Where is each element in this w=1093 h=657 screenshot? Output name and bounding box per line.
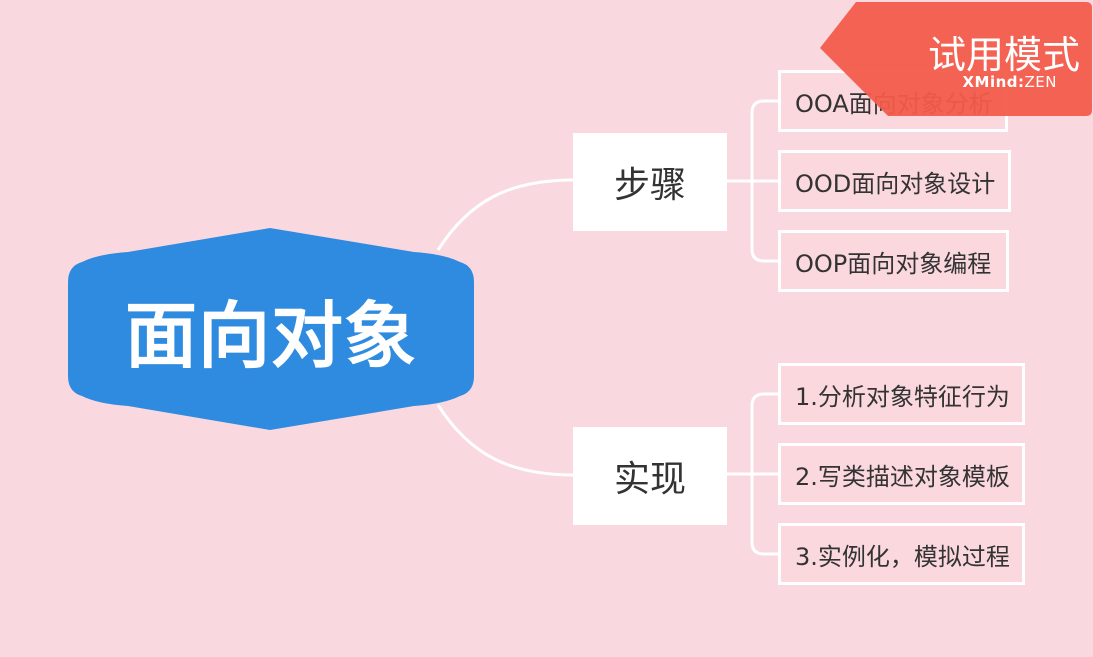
branch-topic-implementation[interactable]: 实现 — [573, 427, 727, 525]
xmind-logo-separator: : — [1018, 73, 1025, 91]
trial-mode-title: 试用模式 — [927, 33, 1080, 77]
xmind-logo-text: XMind — [962, 73, 1019, 91]
trial-mode-watermark: 试用模式 XMind:ZEN — [820, 2, 1092, 116]
subtopic-write-class[interactable]: 2.写类描述对象模板 — [778, 443, 1025, 505]
central-topic-shape — [68, 228, 474, 430]
central-topic[interactable]: 面向对象 — [68, 226, 474, 432]
xmind-zen-logo: XMind:ZEN — [900, 73, 1057, 91]
subtopic-ood[interactable]: OOD面向对象设计 — [778, 150, 1011, 212]
trial-mode-badge-shape — [820, 2, 1092, 116]
zen-logo-text: ZEN — [1024, 73, 1057, 91]
central-topic-label: 面向对象 — [124, 293, 417, 378]
subtopic-analyze[interactable]: 1.分析对象特征行为 — [778, 363, 1025, 425]
subtopic-instantiate[interactable]: 3.实例化，模拟过程 — [778, 523, 1025, 585]
subtopic-oop[interactable]: OOP面向对象编程 — [778, 230, 1009, 292]
branch-topic-steps[interactable]: 步骤 — [573, 133, 727, 231]
